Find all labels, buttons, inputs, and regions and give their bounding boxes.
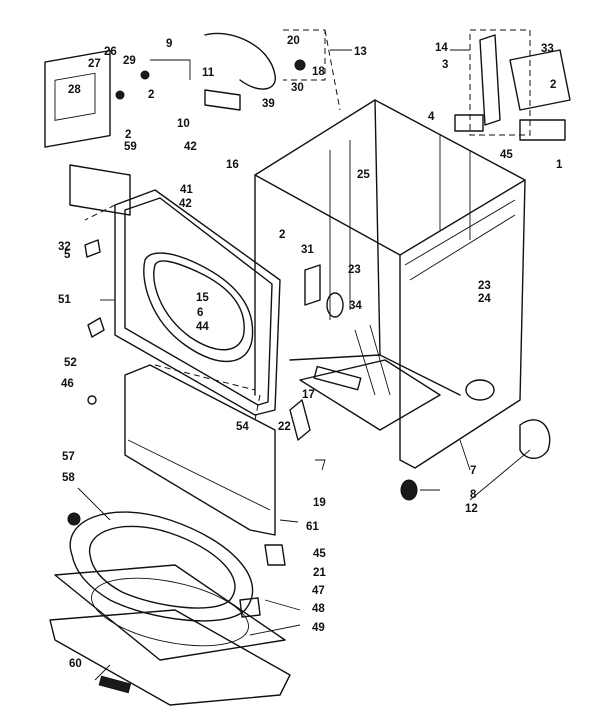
callout-2: 2 <box>125 129 131 141</box>
callout-52: 52 <box>64 357 77 369</box>
callout-13: 13 <box>354 46 367 58</box>
callout-3: 3 <box>442 59 448 71</box>
inset-box <box>283 29 326 81</box>
callout-49: 49 <box>312 622 325 634</box>
callout-33: 33 <box>541 43 554 55</box>
callout-21: 21 <box>313 567 326 579</box>
callout-8: 8 <box>470 489 477 501</box>
callout-34: 34 <box>349 300 362 312</box>
callout-5: 5 <box>64 249 71 261</box>
callout-27: 27 <box>88 58 101 70</box>
callout-47: 47 <box>312 585 325 597</box>
callout-22: 22 <box>278 421 291 433</box>
callout-42: 42 <box>184 141 197 153</box>
callout-54: 54 <box>236 421 249 433</box>
toe-panel <box>124 364 276 536</box>
callout-20: 20 <box>287 35 300 47</box>
callout-26: 26 <box>104 46 117 58</box>
callout-45: 45 <box>500 149 513 161</box>
front-panel <box>114 189 281 416</box>
callout-2: 2 <box>279 229 285 241</box>
callout-14: 14 <box>435 42 448 54</box>
callout-28: 28 <box>68 84 81 96</box>
callout-12: 12 <box>465 503 478 515</box>
callout-51: 51 <box>58 294 71 306</box>
callout-18: 18 <box>312 66 325 78</box>
terminal-block <box>44 49 150 216</box>
wire-harness <box>150 32 276 111</box>
callout-39: 39 <box>262 98 275 110</box>
callout-46: 46 <box>61 378 74 390</box>
callout-24: 24 <box>478 293 491 305</box>
callout-11: 11 <box>202 67 215 79</box>
callout-19: 19 <box>313 497 326 509</box>
callout-7: 7 <box>470 465 476 477</box>
callout-41: 41 <box>180 184 193 196</box>
callout-23: 23 <box>478 280 491 292</box>
callout-9: 9 <box>166 38 172 50</box>
callout-25: 25 <box>357 169 370 181</box>
alignment-lines <box>84 29 341 421</box>
callout-48: 48 <box>312 603 325 615</box>
callout-15: 15 <box>196 292 209 304</box>
callout-31: 31 <box>301 244 314 256</box>
callout-59: 59 <box>124 141 137 153</box>
callout-1: 1 <box>556 159 563 171</box>
callout-4: 4 <box>428 111 435 123</box>
callout-58: 58 <box>62 472 75 484</box>
small-parts <box>67 239 551 618</box>
callout-16: 16 <box>226 159 239 171</box>
callout-42: 42 <box>179 198 192 210</box>
leader-lines <box>77 49 531 681</box>
callout-17: 17 <box>302 389 315 401</box>
callout-2: 2 <box>148 89 154 101</box>
cabinet <box>254 99 526 469</box>
callout-57: 57 <box>62 451 75 463</box>
callout-29: 29 <box>123 55 136 67</box>
door-assembly <box>49 511 291 706</box>
callout-32: 32 <box>58 241 71 253</box>
callout-labels: 1 2 2 2 2 3 4 5 6 7 8 9 10 11 12 13 14 1… <box>58 35 563 670</box>
callout-45: 45 <box>313 548 326 560</box>
callout-23: 23 <box>348 264 361 276</box>
callout-61: 61 <box>306 521 319 533</box>
right-bracket <box>454 29 571 141</box>
callout-44: 44 <box>196 321 209 333</box>
callout-30: 30 <box>291 82 304 94</box>
callout-60: 60 <box>69 658 82 670</box>
callout-10: 10 <box>177 118 190 130</box>
callout-2: 2 <box>550 79 556 91</box>
callout-6: 6 <box>197 307 203 319</box>
